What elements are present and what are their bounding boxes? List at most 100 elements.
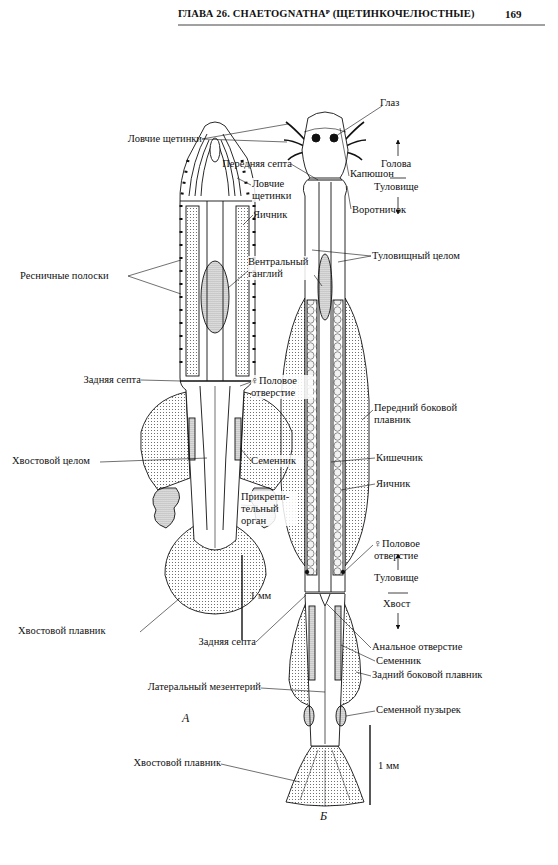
part-label: Яичник [253,209,298,221]
ciliary-bumps [253,205,256,372]
region-divider [388,593,408,594]
scale-bar [241,555,242,640]
ovary [236,206,249,376]
grasping-spine [284,140,304,146]
figure-letter: А [182,712,202,725]
anal-opening [320,594,330,606]
leader-line [327,604,371,648]
tail-lateral-fin [141,392,190,490]
leader-lines [100,106,382,782]
part-label: Воротничок [352,204,417,216]
leader-line [221,764,300,782]
body-outline [180,122,255,550]
ventral-ganglion [318,254,332,320]
leader-line [140,598,180,632]
anterior-septum [180,201,255,202]
leader-line [362,410,373,420]
leader-line [100,458,207,462]
anterior-septum [308,179,342,180]
part-label: Туловище [374,572,434,584]
head-outline [302,112,348,178]
grasping-spine [346,140,366,146]
part-label: Задний боковой плавник [372,669,502,681]
ovary [307,300,317,575]
seminal-vesicle [336,706,346,726]
part-label: Ловчие щетинки [112,133,202,145]
header-rule [178,25,545,26]
leader-line [237,178,251,185]
female-opening [305,570,309,574]
leader-line [341,484,375,490]
posterior-septum [180,380,255,381]
grasping-spine [201,146,211,196]
grasping-spine [219,146,229,196]
part-label: Анальное отверстие [372,641,487,653]
part-label: Голова [381,158,431,170]
ovary [333,300,343,575]
leader-line [202,139,287,142]
leader-line [228,270,249,288]
part-label: 1 мм [378,760,418,772]
part-label: Кишечник [376,452,438,464]
part-label: Ловчие щетинки [252,178,300,202]
grasping-spine [345,122,364,140]
leader-line [341,645,375,661]
part-label: Туловищный целом [372,250,482,262]
leader-line [128,260,181,276]
tail-mesentery [215,386,216,548]
gut-wall [319,182,320,592]
leader-line [347,186,351,209]
part-label: Хвост [383,598,423,610]
chapter-heading: ГЛАВА 26. CHAETOGNATHAᴾ (ЩЕТИНКОЧЕЛЮСТНЫ… [178,8,475,19]
tail-coelom-wall [223,386,230,530]
leader-line [338,256,371,262]
eye [312,134,320,142]
leader-line [128,276,181,294]
grasping-spine [286,122,305,140]
leader-line [336,106,382,136]
leader-line [346,711,375,716]
mouth-region [210,138,220,162]
leader-line [331,458,375,462]
leader-line [141,380,181,381]
part-label: Ресничные полоски [20,270,130,282]
ovary [186,206,199,376]
part-label: 1 мм [250,590,290,602]
testis [235,418,241,460]
part-label: Передний боковой плавник [374,402,460,426]
leader-line [240,382,251,386]
leader-line [314,275,322,286]
attachment-organ [153,488,180,528]
scale-bar [369,725,370,805]
ciliary-bumps [181,160,188,200]
part-label: Семенной пузырек [376,704,491,716]
part-label: Туловище [374,181,434,193]
tail-fin [286,746,364,806]
region-arrow [398,613,399,629]
part-label: Хвостовой плавник [96,757,221,769]
leader-line [240,448,251,461]
part-label: Глаз [380,97,420,109]
leader-line [202,124,288,139]
part-label: Прикрепи- тельный орган [241,491,296,526]
part-label: Капюшон [350,168,405,180]
part-label: Яичник [376,478,426,490]
leader-line [356,672,371,676]
part-label: Задняя септа [55,374,141,386]
leader-line [261,688,325,692]
testis [189,418,195,460]
seminal-vesicle [304,706,314,726]
gut-wall [331,182,332,592]
collar [303,178,346,196]
region-arrow [398,140,399,156]
ventral-ganglion [201,261,229,333]
part-label: Передняя септа [200,158,292,170]
part-label: Задняя септа [166,636,256,648]
leader-line [340,128,349,176]
part-label: ♀Половое отверстие [251,375,313,399]
leader-line [256,595,306,642]
leader-line [243,215,253,225]
part-label: Латеральный мезентерий [116,681,261,693]
